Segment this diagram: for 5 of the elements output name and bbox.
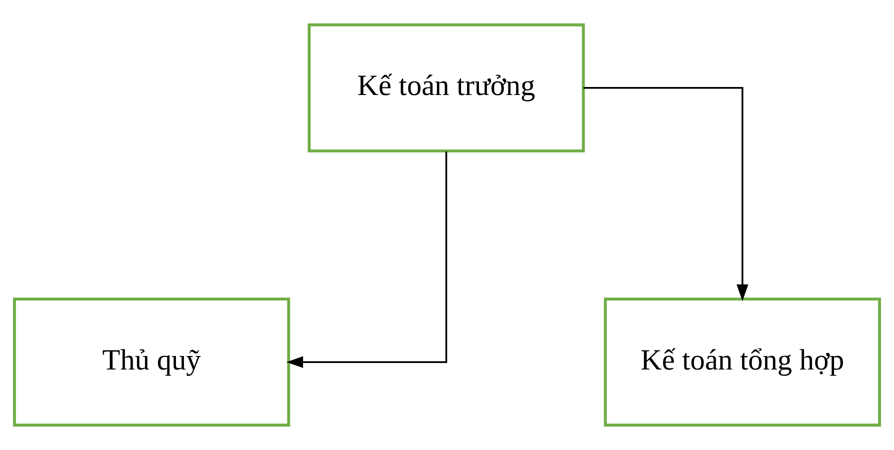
arrow [584,87,748,302]
arrow [286,152,448,368]
node-box: Kế toán tổng hợp [604,298,881,427]
node-box: Kế toán trưởng [308,23,585,152]
node-box: Thủ quỹ [13,298,290,427]
